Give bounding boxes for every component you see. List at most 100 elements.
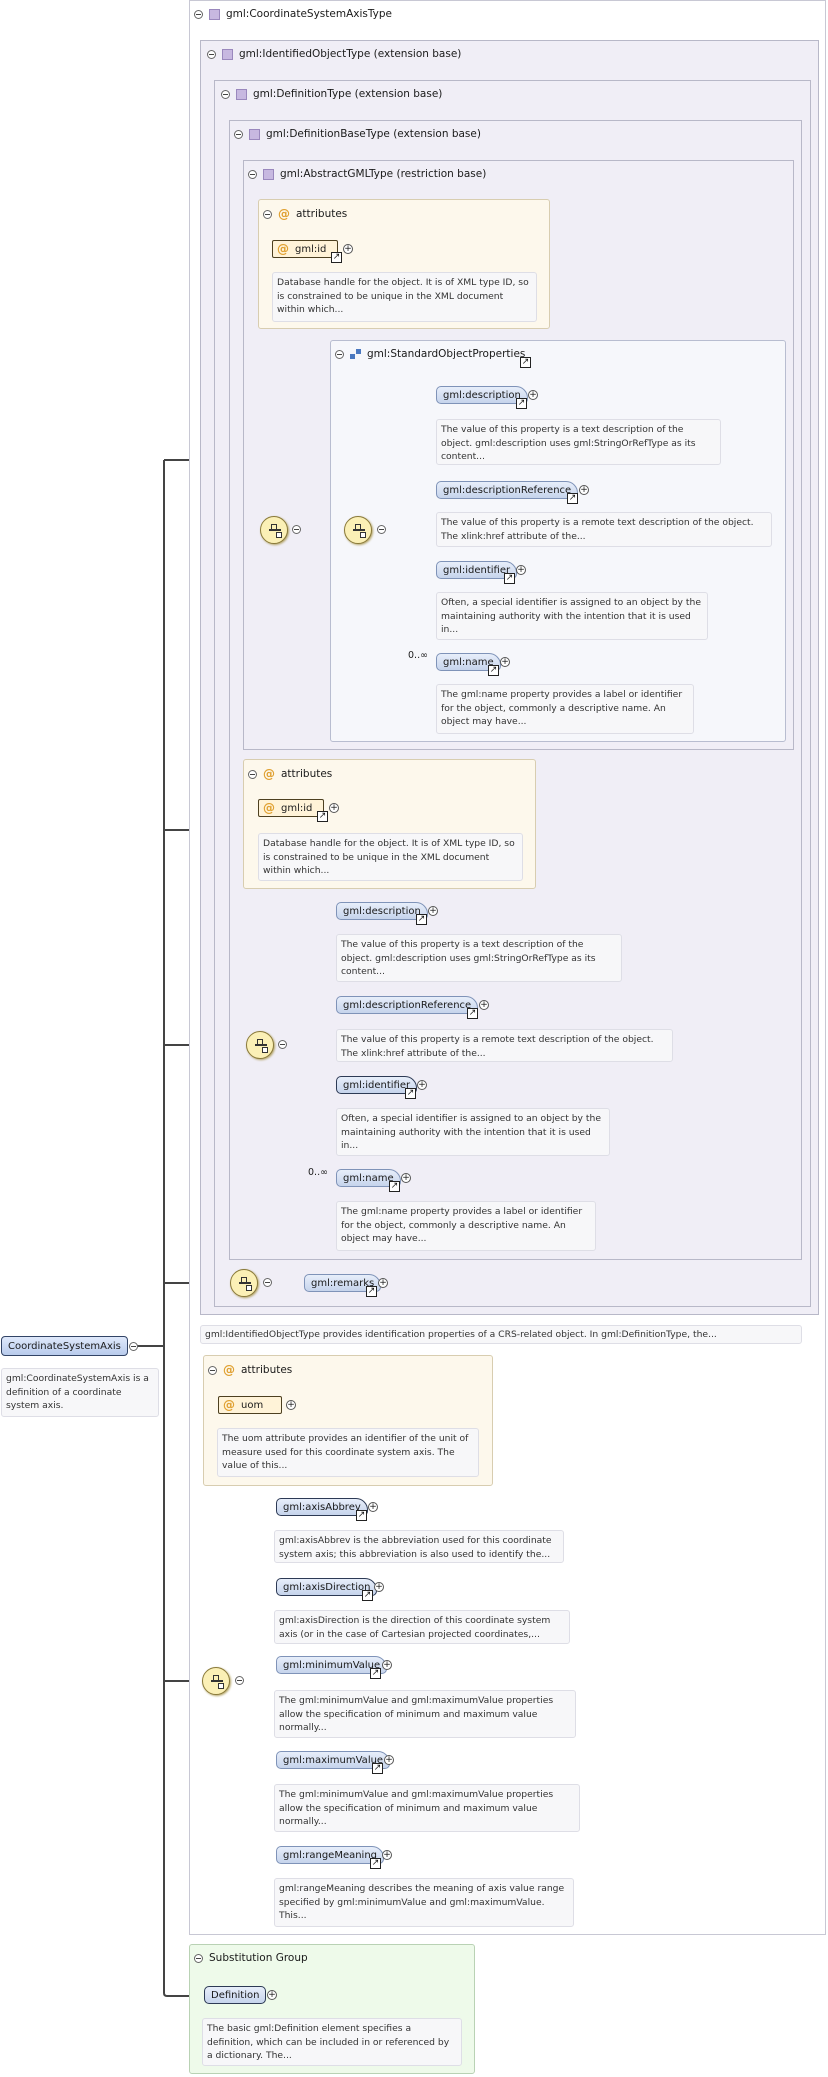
type-title: gml:AbstractGMLType (restriction base) xyxy=(280,168,487,180)
attribute-gml-id[interactable]: @ gml:id xyxy=(258,799,324,817)
sequence-icon xyxy=(230,1269,258,1297)
expand-icon[interactable]: + xyxy=(479,1000,489,1010)
element-gml-identifier[interactable]: gml:identifier xyxy=(336,1076,418,1094)
sequence-icon xyxy=(344,516,372,544)
element-description: The gml:minimumValue and gml:maximumValu… xyxy=(274,1690,576,1738)
collapse-toggle[interactable] xyxy=(377,525,386,534)
expand-icon[interactable]: + xyxy=(382,1660,392,1670)
element-description: Often, a special identifier is assigned … xyxy=(336,1108,610,1156)
element-description: The value of this property is a text des… xyxy=(436,419,721,465)
reference-arrow-icon[interactable]: ↗ xyxy=(405,1088,416,1099)
expand-icon[interactable]: + xyxy=(286,1400,296,1410)
reference-arrow-icon[interactable]: ↗ xyxy=(331,252,342,263)
element-description: The basic gml:Definition element specifi… xyxy=(202,2018,462,2066)
type-title: gml:CoordinateSystemAxisType xyxy=(226,8,392,20)
reference-arrow-icon[interactable]: ↗ xyxy=(372,1763,383,1774)
occurrence-label: 0..∞ xyxy=(408,650,428,661)
element-gml-description[interactable]: gml:description xyxy=(336,902,428,920)
expand-icon[interactable]: + xyxy=(368,1502,378,1512)
complex-type-icon xyxy=(236,88,247,100)
root-element-coordinate-system-axis[interactable]: CoordinateSystemAxis xyxy=(1,1336,128,1356)
collapse-toggle[interactable] xyxy=(194,9,203,19)
element-gml-remarks[interactable]: gml:remarks xyxy=(304,1274,382,1292)
attributes-label: attributes xyxy=(281,768,333,780)
attribute-icon: @ xyxy=(263,801,275,815)
expand-icon[interactable]: + xyxy=(378,1278,388,1288)
attribute-uom[interactable]: @ uom xyxy=(218,1396,282,1414)
substitution-group-title: Substitution Group xyxy=(209,1952,308,1964)
element-gml-minimum-value[interactable]: gml:minimumValue xyxy=(276,1656,388,1674)
complex-type-icon xyxy=(249,128,260,140)
collapse-toggle[interactable] xyxy=(221,89,230,99)
expand-icon[interactable]: + xyxy=(579,485,589,495)
element-description: Often, a special identifier is assigned … xyxy=(436,592,708,640)
reference-arrow-icon[interactable]: ↗ xyxy=(389,1181,400,1192)
reference-arrow-icon[interactable]: ↗ xyxy=(362,1590,373,1601)
reference-arrow-icon[interactable]: ↗ xyxy=(516,398,527,409)
collapse-toggle[interactable] xyxy=(248,769,257,779)
collapse-toggle[interactable] xyxy=(194,1953,203,1963)
expand-icon[interactable]: + xyxy=(267,1990,277,2000)
reference-arrow-icon[interactable]: ↗ xyxy=(416,914,427,925)
group-icon xyxy=(350,348,361,360)
reference-arrow-icon[interactable]: ↗ xyxy=(467,1008,478,1019)
element-gml-description[interactable]: gml:description xyxy=(436,386,528,404)
element-gml-maximum-value[interactable]: gml:maximumValue xyxy=(276,1751,391,1769)
collapse-toggle[interactable] xyxy=(129,1342,138,1351)
expand-icon[interactable]: + xyxy=(428,906,438,916)
expand-icon[interactable]: + xyxy=(516,565,526,575)
reference-arrow-icon[interactable]: ↗ xyxy=(567,493,578,504)
expand-icon[interactable]: + xyxy=(329,803,339,813)
collapse-toggle[interactable] xyxy=(292,525,301,534)
element-gml-axis-abbrev[interactable]: gml:axisAbbrev xyxy=(276,1498,368,1516)
collapse-toggle[interactable] xyxy=(335,349,344,359)
reference-arrow-icon[interactable]: ↗ xyxy=(317,811,328,822)
expand-icon[interactable]: + xyxy=(401,1173,411,1183)
element-gml-range-meaning[interactable]: gml:rangeMeaning xyxy=(276,1846,385,1864)
expand-icon[interactable]: + xyxy=(384,1755,394,1765)
element-description: gml:axisDirection is the direction of th… xyxy=(274,1610,570,1644)
attribute-gml-id[interactable]: @ gml:id xyxy=(272,240,338,258)
collapse-toggle[interactable] xyxy=(235,1676,244,1685)
type-title: gml:DefinitionBaseType (extension base) xyxy=(266,128,481,140)
collapse-toggle[interactable] xyxy=(263,1278,272,1287)
element-description: The value of this property is a remote t… xyxy=(436,512,772,547)
expand-icon[interactable]: + xyxy=(500,657,510,667)
element-description: gml:rangeMeaning describes the meaning o… xyxy=(274,1878,574,1927)
attribute-description: Database handle for the object. It is of… xyxy=(272,272,537,322)
element-description: The gml:minimumValue and gml:maximumValu… xyxy=(274,1784,580,1832)
attributes-label: attributes xyxy=(241,1364,293,1376)
collapse-toggle[interactable] xyxy=(234,129,243,139)
collapse-toggle[interactable] xyxy=(278,1040,287,1049)
attribute-icon: @ xyxy=(277,242,289,256)
expand-icon[interactable]: + xyxy=(374,1582,384,1592)
sequence-icon xyxy=(246,1031,274,1059)
reference-arrow-icon[interactable]: ↗ xyxy=(488,665,499,676)
element-gml-description-reference[interactable]: gml:descriptionReference xyxy=(436,481,579,499)
type-title: gml:IdentifiedObjectType (extension base… xyxy=(239,48,462,60)
attribute-icon: @ xyxy=(223,1363,235,1377)
reference-arrow-icon[interactable]: ↗ xyxy=(366,1286,377,1297)
reference-arrow-icon[interactable]: ↗ xyxy=(370,1668,381,1679)
root-description: gml:CoordinateSystemAxis is a definition… xyxy=(1,1368,159,1417)
reference-arrow-icon[interactable]: ↗ xyxy=(370,1858,381,1869)
expand-icon[interactable]: + xyxy=(528,390,538,400)
attributes-label: attributes xyxy=(296,208,348,220)
collapse-toggle[interactable] xyxy=(248,169,257,179)
collapse-toggle[interactable] xyxy=(208,1365,217,1375)
collapse-toggle[interactable] xyxy=(207,49,216,59)
reference-arrow-icon[interactable]: ↗ xyxy=(356,1510,367,1521)
reference-arrow-icon[interactable]: ↗ xyxy=(504,573,515,584)
complex-type-icon xyxy=(222,48,233,60)
reference-arrow-icon[interactable]: ↗ xyxy=(520,357,531,368)
expand-icon[interactable]: + xyxy=(382,1850,392,1860)
element-gml-name[interactable]: gml:name xyxy=(336,1169,401,1187)
expand-icon[interactable]: + xyxy=(417,1080,427,1090)
collapse-toggle[interactable] xyxy=(263,209,272,219)
element-description: The value of this property is a text des… xyxy=(336,934,622,982)
element-gml-description-reference[interactable]: gml:descriptionReference xyxy=(336,996,479,1014)
element-definition[interactable]: Definition xyxy=(204,1986,267,2004)
element-gml-name[interactable]: gml:name xyxy=(436,653,501,671)
complex-type-icon xyxy=(209,8,220,20)
expand-icon[interactable]: + xyxy=(343,244,353,254)
